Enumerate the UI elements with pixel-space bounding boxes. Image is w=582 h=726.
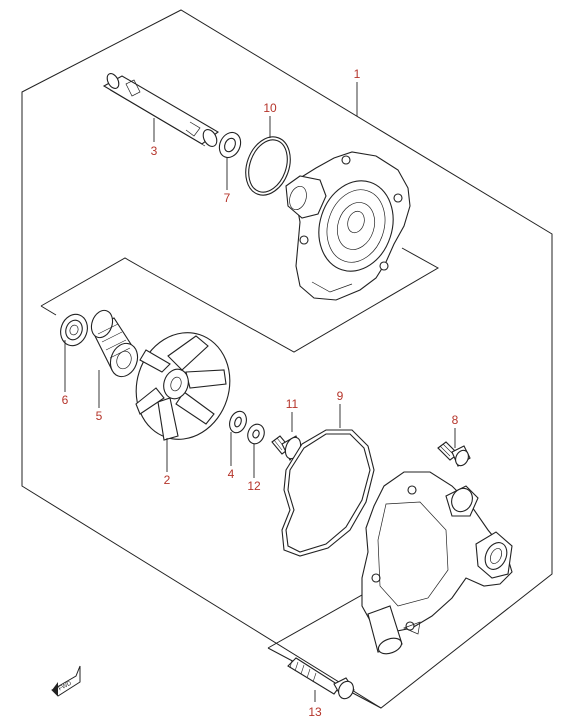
washer-part[interactable] bbox=[215, 129, 244, 161]
callout-8: 8 bbox=[452, 413, 459, 427]
assembly-frame bbox=[21, 9, 553, 709]
callout-10: 10 bbox=[263, 101, 277, 115]
callout-4: 4 bbox=[228, 467, 235, 481]
cover-subgroup-bracket bbox=[40, 247, 440, 353]
impeller-part[interactable] bbox=[123, 320, 244, 451]
callout-5: 5 bbox=[96, 409, 103, 423]
pump-cover-part[interactable] bbox=[285, 151, 411, 301]
oil-seal-part[interactable] bbox=[56, 311, 91, 350]
callout-7: 7 bbox=[224, 191, 231, 205]
fwd-arrow-icon: FWD bbox=[51, 665, 81, 697]
housing-bolt-part[interactable] bbox=[437, 441, 471, 468]
o-ring-part[interactable] bbox=[238, 131, 298, 202]
callout-3: 3 bbox=[151, 144, 158, 158]
callout-9: 9 bbox=[337, 389, 344, 403]
cover-subgroup-left-edge bbox=[40, 305, 57, 316]
callout-labels: 1 2 3 4 5 6 7 8 9 10 11 12 13 bbox=[62, 67, 459, 719]
callout-12: 12 bbox=[247, 479, 261, 493]
mechanical-seal-part[interactable] bbox=[88, 307, 142, 380]
leader-lines bbox=[64, 82, 456, 702]
long-bolt-part[interactable] bbox=[287, 657, 356, 701]
callout-13: 13 bbox=[308, 705, 322, 719]
shaft-part[interactable] bbox=[102, 72, 220, 149]
seal-washer-part[interactable] bbox=[245, 422, 267, 446]
callout-11: 11 bbox=[286, 397, 299, 411]
callout-6: 6 bbox=[62, 393, 69, 407]
callout-2: 2 bbox=[164, 473, 171, 487]
pump-housing-part[interactable] bbox=[361, 471, 513, 657]
callout-1: 1 bbox=[354, 67, 361, 81]
impeller-washer-part[interactable] bbox=[227, 409, 250, 435]
housing-o-ring-part[interactable] bbox=[281, 429, 375, 557]
